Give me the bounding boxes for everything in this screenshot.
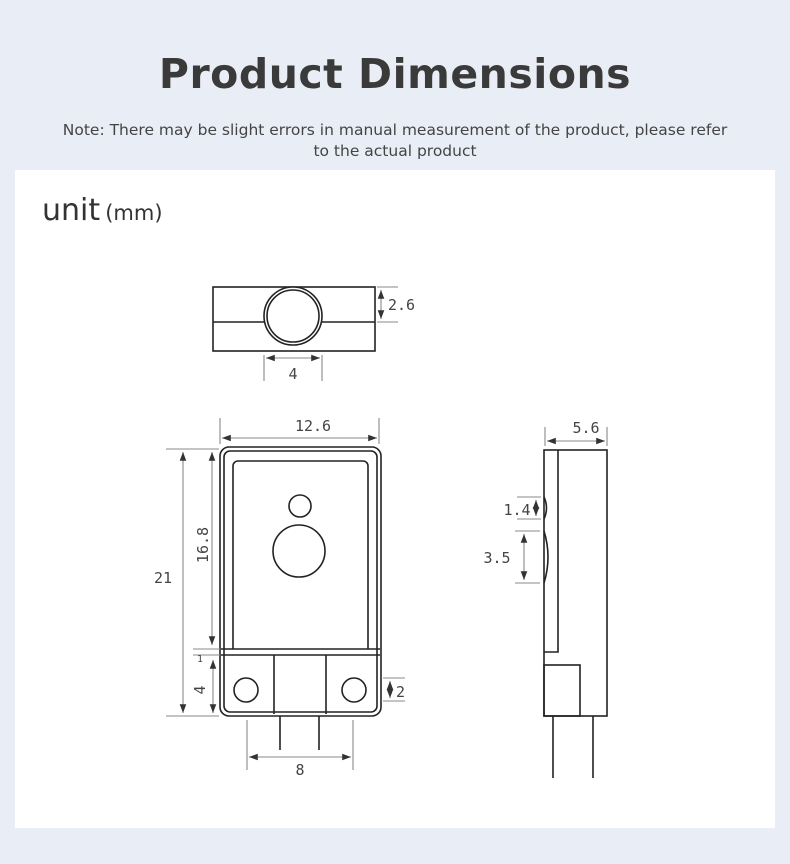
dim-large-lens: 3.5 — [483, 549, 510, 567]
top-view: 4 2.6 — [212, 286, 415, 383]
dim-lens-width: 4 — [288, 365, 297, 383]
side-view: 5.6 1.4 3.5 — [483, 419, 608, 778]
dim-panel-height: 16.8 — [194, 527, 212, 563]
dim-half-height: 2.6 — [388, 296, 415, 314]
unit-label: unit (mm) — [42, 193, 163, 228]
drawing-panel — [15, 170, 775, 828]
dim-total-height: 21 — [154, 569, 172, 587]
unit-text: unit — [42, 193, 101, 228]
measurement-note: Note: There may be slight errors in manu… — [62, 121, 728, 160]
dim-band-height: 1 — [197, 654, 203, 665]
dim-width: 12.6 — [295, 417, 331, 435]
dim-pin-spacing: 8 — [295, 761, 304, 779]
dim-base-height: 4 — [191, 685, 209, 694]
dim-depth: 5.6 — [572, 419, 599, 437]
dim-small-lens: 1.4 — [503, 501, 530, 519]
front-view: 12.6 21 16.8 1 4 2 8 — [154, 417, 405, 779]
dim-hole-diameter: 2 — [396, 683, 405, 701]
page-title: Product Dimensions — [158, 50, 632, 98]
unit-value: (mm) — [105, 201, 163, 225]
